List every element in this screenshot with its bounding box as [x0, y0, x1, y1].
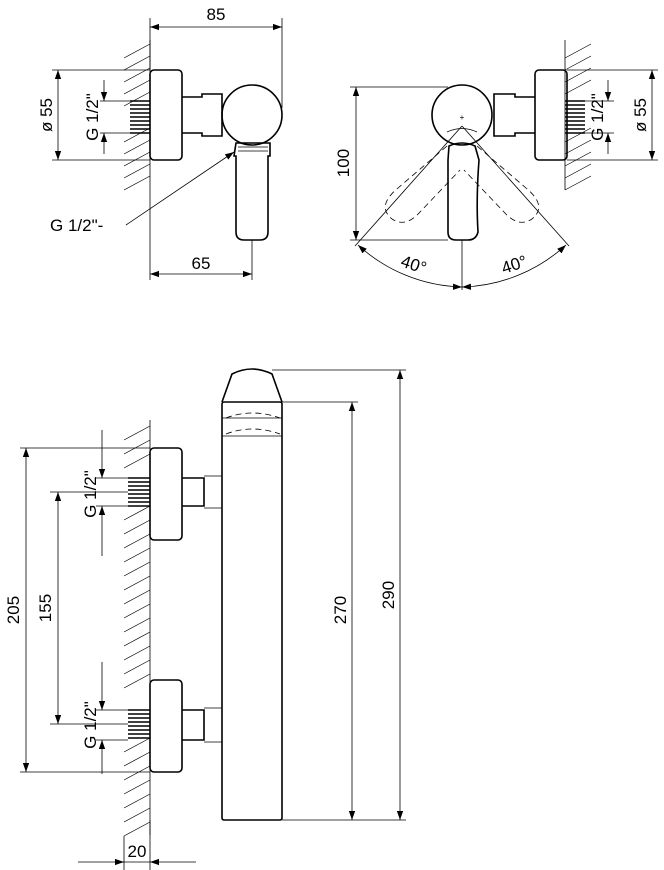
thread-side: [130, 100, 150, 134]
elevation-view: 205 155 G 1/2" G 1/2" 20 270 290: [4, 368, 406, 870]
angle-right: 40°: [499, 252, 529, 278]
thread-label-side: G 1/2": [83, 93, 102, 141]
dim-diameter-front: ø 55: [631, 98, 650, 132]
dim-205: 205: [4, 596, 23, 624]
thread-lower: [128, 709, 150, 739]
connector-side: [182, 93, 223, 137]
dim-65: 65: [192, 254, 211, 273]
thread-label-upper: G 1/2": [81, 470, 100, 518]
mixer-body: [221, 401, 283, 821]
dim-100: 100: [334, 149, 353, 177]
connector-lower: [182, 709, 205, 741]
thread-callout: G 1/2"-: [50, 216, 103, 235]
rosette-front: [534, 69, 568, 161]
handle-front: [447, 142, 480, 241]
thread-label-front: G 1/2": [588, 93, 607, 141]
top-cap: [221, 368, 283, 403]
handle-ghost-left: [384, 145, 461, 223]
valve-body-front: [431, 84, 493, 146]
handle-ghost-right: [463, 145, 540, 223]
side-view: 85 65 ø 55 G 1/2" G 1/2"-: [37, 5, 283, 280]
wall-hatch-front: [564, 40, 592, 191]
valve-body-circle: [221, 84, 283, 146]
dim-270: 270: [331, 596, 350, 624]
handle-side: [233, 142, 271, 241]
thread-upper: [128, 477, 150, 507]
dim-85: 85: [207, 5, 226, 24]
thread-front: [565, 100, 585, 134]
rosette-side: [149, 69, 183, 161]
wall-hatch-side: [123, 40, 151, 191]
front-view: + 100 40° 40° ø 55 G 1/2": [334, 40, 658, 290]
connector-front: [493, 93, 535, 137]
dim-290: 290: [379, 581, 398, 609]
rosette-lower: [149, 679, 183, 773]
dim-20: 20: [128, 842, 147, 861]
dim-diameter-side: ø 55: [37, 98, 56, 132]
svg-text:+: +: [460, 113, 465, 122]
rosette-upper: [149, 447, 183, 541]
dim-155: 155: [36, 594, 55, 622]
thread-label-lower: G 1/2": [81, 701, 100, 749]
connector-upper: [182, 477, 205, 507]
